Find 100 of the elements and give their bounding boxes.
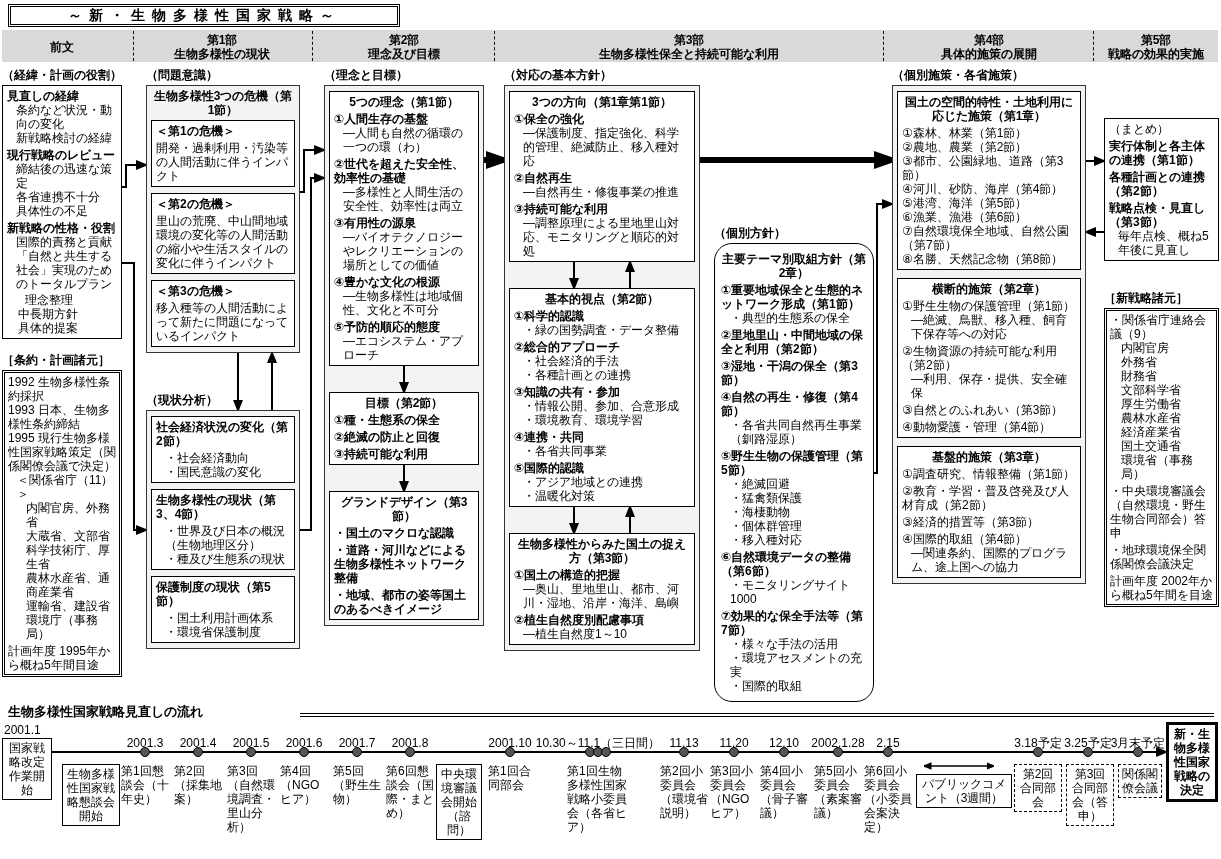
section-heading: （現状分析） bbox=[146, 393, 219, 407]
item-heading: ①科学的認識 bbox=[514, 309, 586, 323]
event-text: 第3回（自然環境調査・里山分析） bbox=[227, 764, 275, 834]
content-panel bbox=[151, 120, 295, 187]
body-text: 生物多様性国家戦略懇談会開始 bbox=[66, 767, 116, 823]
body-text: 環境庁（事務局） bbox=[25, 613, 99, 641]
body-text: 1995 現行生物多様性国家戦略策定（関係閣僚会議で決定） bbox=[8, 431, 116, 473]
item-heading: ②植生自然度別配慮事項 bbox=[514, 613, 646, 627]
body-text: ―絶滅、鳥獣、移入種、飼育下保存等への対応 bbox=[910, 313, 1068, 341]
heading-text: 横断的施策（第2章） bbox=[930, 282, 1048, 296]
item-heading: ③持続可能な利用 bbox=[514, 202, 610, 216]
body-text: ①野生生物の保護管理（第1節） bbox=[902, 299, 1076, 313]
section-heading: （個別施策・各省施策） bbox=[892, 68, 1025, 82]
body-text: ・種及び生態系の現状 bbox=[164, 552, 286, 566]
body-text: ・各省共同自然再生事業（釧路湿原） bbox=[729, 418, 863, 446]
heading-text: 国土の空間的特性・土地利用に応じた施策（第1章） bbox=[904, 95, 1074, 123]
item-heading: ②総合的アプローチ bbox=[514, 340, 622, 354]
body-text: 科学技術庁、厚生省 bbox=[25, 543, 111, 571]
date-label: 2001.4 bbox=[179, 736, 217, 750]
body-text: ③都市、公園緑地、道路（第3節） bbox=[902, 154, 1065, 182]
body-text: ―人間も自然の循環の一つの環（わ） bbox=[342, 126, 464, 154]
item-heading: ②自然再生 bbox=[514, 171, 574, 185]
body-text: 新戦略検討の経緯 bbox=[15, 131, 113, 145]
item-heading: ⑤野生生物の保護管理（第5節） bbox=[721, 449, 865, 477]
section-heading: ［条約・計画諸元］ bbox=[2, 353, 111, 367]
content-panel bbox=[897, 91, 1081, 270]
part-heading: 具体的施策の展開 bbox=[941, 47, 1037, 61]
body-text: 運輸省、建設省 bbox=[25, 599, 111, 613]
heading-text: 基盤的施策（第3章） bbox=[930, 450, 1048, 464]
event-text: 第4回（NGOヒア） bbox=[280, 764, 321, 806]
event-text: 第1回生物多様性国家戦略小委員会（各省ヒア） bbox=[567, 764, 628, 834]
body-text: ・環境省保護制度 bbox=[164, 625, 262, 639]
part-heading: 第5部 bbox=[1140, 33, 1172, 47]
body-text: 毎年点検、概ね5年後に見直し bbox=[1117, 229, 1210, 257]
body-text: 移入種等の人間活動によって新たに問題になっているインパクト bbox=[156, 301, 289, 343]
body-text: ⑦自然環境保全地域、自然公園（第7節） bbox=[902, 224, 1070, 252]
body-text: ―エコシステム・アプローチ bbox=[342, 334, 465, 362]
content-panel bbox=[509, 288, 695, 507]
body-text: 締結後の迅速な策定 bbox=[15, 162, 113, 190]
date-label: 2001.6 bbox=[285, 736, 323, 750]
item-heading: ③有用性の源泉 bbox=[334, 216, 418, 230]
body-text: 1993 日本、生物多様性条約締結 bbox=[8, 403, 112, 431]
body-text: ④国際的取組（第4節） bbox=[902, 532, 1029, 546]
heading-text: 5つの理念（第1節） bbox=[348, 95, 460, 109]
body-text: ＜関係省庁（11）＞ bbox=[16, 473, 115, 501]
heading-text: 3つの方向（第1章第1節） bbox=[531, 95, 673, 109]
part-heading: 第1部 bbox=[206, 33, 238, 47]
item-heading: 現行戦略のレビュー bbox=[7, 148, 116, 162]
content-panel bbox=[1104, 118, 1219, 261]
body-text: 理念整理 bbox=[24, 293, 74, 307]
item-heading: ③湿地・干潟の保全（第3節） bbox=[721, 359, 859, 387]
body-text: 具体的提案 bbox=[17, 321, 79, 335]
item-heading: 各種計画との連携（第2節） bbox=[1109, 170, 1206, 198]
section-title: 生物多様性国家戦略見直しの流れ bbox=[8, 705, 203, 719]
section-heading: （理念と目標） bbox=[324, 68, 409, 82]
date-label: 11.20 bbox=[719, 736, 749, 750]
body-text: 内閣官房、外務省 bbox=[25, 501, 111, 529]
date-label: 2002.1.28 bbox=[811, 736, 865, 750]
body-text: ・中央環境審議会（自然環境・野生生物合同部会）答申 bbox=[1110, 484, 1207, 540]
part-heading: 生物多様性の現状 bbox=[174, 47, 270, 61]
body-text: ・関係省庁連絡会議（9） bbox=[1110, 313, 1207, 341]
date-label: 2001.10 bbox=[488, 736, 532, 750]
part-heading: 第3部 bbox=[673, 33, 705, 47]
body-text: 1992 生物多様性条約採択 bbox=[8, 375, 112, 403]
body-text: ・情報公開、参加、合意形成 bbox=[522, 399, 680, 413]
content-panel bbox=[329, 491, 479, 620]
body-text: 環境省（事務局） bbox=[1120, 453, 1194, 481]
body-text: ・個体群管理 bbox=[729, 519, 803, 533]
body-text: ・国民意識の変化 bbox=[164, 465, 262, 479]
item-heading: ④連携・共同 bbox=[514, 430, 586, 444]
item-heading: 見直しの経緯 bbox=[7, 89, 80, 103]
body-text: ―奥山、里地里山、都市、河川・湿地、沿岸・海洋、島嶼 bbox=[522, 582, 680, 610]
date-label: 2001.8 bbox=[391, 736, 429, 750]
item-heading: 社会経済状況の変化（第2節） bbox=[156, 420, 289, 448]
body-text: ―利用、保存・提供、安全確保 bbox=[910, 372, 1068, 400]
body-text: ―調整原理による里地里山対応、モニタリングと順応的対処 bbox=[522, 216, 680, 258]
body-text: 具体性の不足 bbox=[15, 204, 89, 218]
item-heading: ②世代を超えた安全性、効率性の基礎 bbox=[334, 157, 466, 185]
content-panel bbox=[151, 576, 295, 643]
event-text: 第4回小委員会（骨子審議） bbox=[760, 764, 808, 820]
item-heading: ⑤予防的順応的態度 bbox=[334, 320, 442, 334]
body-text: 条約など状況・動向の変化 bbox=[15, 103, 113, 131]
body-text: ・典型的生態系の保全 bbox=[729, 311, 851, 325]
content-panel bbox=[151, 193, 295, 274]
body-text: ・各種計画との連携 bbox=[522, 368, 632, 382]
body-text: 計画年度 2002年から概ね5年間を目途 bbox=[1110, 574, 1213, 602]
item-heading: ④自然の再生・修復（第4節） bbox=[721, 390, 859, 418]
body-text: ・世界及び日本の概況（生物地理区分） bbox=[164, 524, 286, 552]
event-text: 第2回小委員会（環境省説明） bbox=[660, 764, 708, 820]
body-text: ―バイオテクノロジーやレクリエーションの場所としての価値 bbox=[342, 230, 464, 272]
body-text: ―保護制度、指定強化、科学的管理、絶滅防止、移入種対応 bbox=[522, 126, 680, 168]
item-heading: ④豊かな文化の根源 bbox=[334, 275, 442, 289]
item-heading: ⑦効果的な保全手法等（第7節） bbox=[721, 609, 865, 637]
date-label: 3.25予定 bbox=[1064, 736, 1112, 750]
section-heading: （問題意識） bbox=[146, 68, 219, 82]
body-text: ②教育・学習・普及啓発及び人材育成（第2節） bbox=[902, 484, 1070, 512]
body-text: ・温暖化対策 bbox=[522, 489, 596, 503]
content-panel bbox=[897, 278, 1081, 438]
body-text: （まとめ） bbox=[1109, 122, 1170, 136]
body-text: ・環境教育、環境学習 bbox=[522, 413, 644, 427]
